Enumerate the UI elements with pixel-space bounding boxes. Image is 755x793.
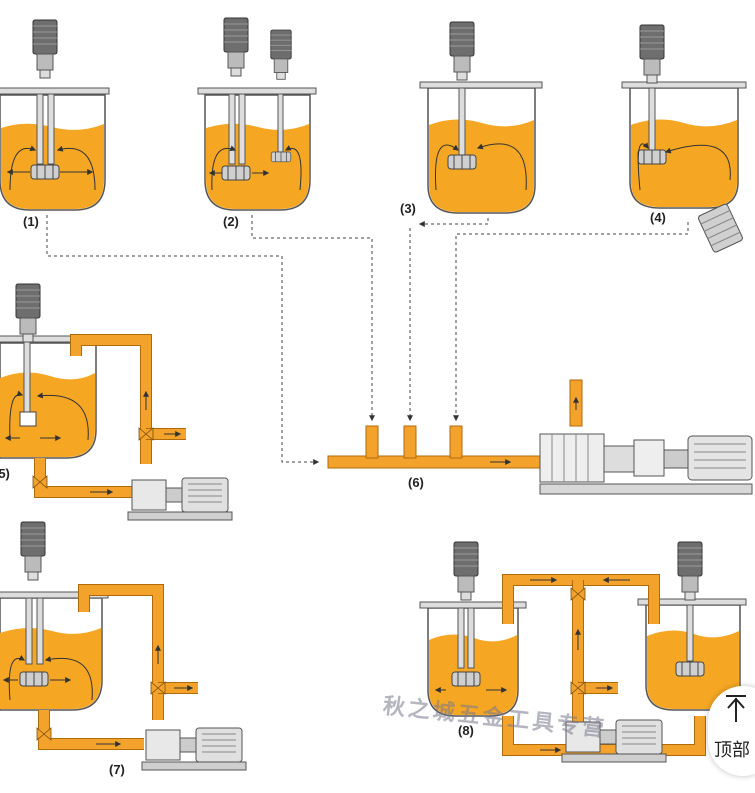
tank-2-twin-mixer bbox=[197, 17, 317, 211]
label-tank-1: (1) bbox=[23, 214, 39, 229]
label-tank-5: (5) bbox=[0, 466, 10, 481]
back-to-top-label: 顶部 bbox=[714, 740, 750, 761]
label-manifold-6: (6) bbox=[408, 475, 424, 490]
system-8-dual-tank-transfer bbox=[419, 541, 747, 763]
tank-3-mixer bbox=[419, 21, 543, 214]
dashed-feed-lines bbox=[46, 215, 689, 465]
label-tank-3: (3) bbox=[400, 201, 416, 216]
label-tank-7: (7) bbox=[109, 762, 125, 777]
tank-7-recirculation bbox=[0, 521, 247, 771]
tank-1-batch-mixer bbox=[0, 19, 110, 211]
label-tank-4: (4) bbox=[650, 210, 666, 225]
arrow-up-icon bbox=[726, 695, 746, 722]
tank-5-recirculation bbox=[0, 283, 233, 521]
tank-4-mixer-with-side-pump bbox=[621, 24, 747, 253]
label-tank-2: (2) bbox=[223, 214, 239, 229]
inline-manifold-6 bbox=[327, 379, 753, 495]
back-to-top-button[interactable]: 顶部 bbox=[708, 686, 755, 776]
label-system-8: (8) bbox=[458, 723, 474, 738]
